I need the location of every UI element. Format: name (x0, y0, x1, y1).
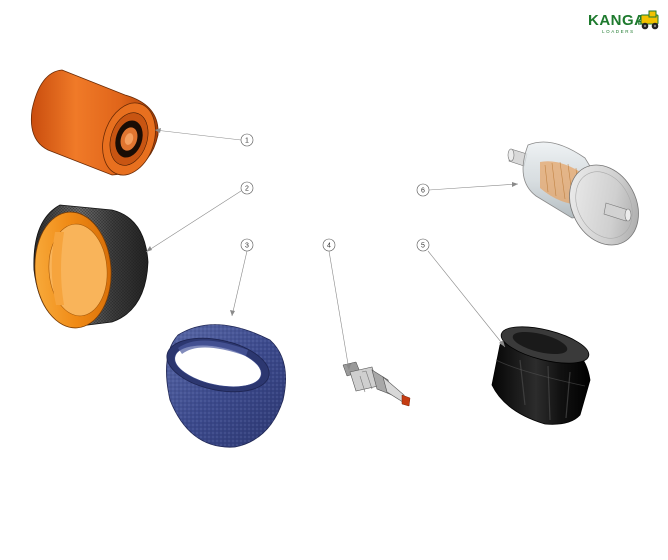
callout-2: 2 (240, 181, 254, 195)
callout-1-label: 1 (245, 138, 249, 145)
callout-6: 6 (416, 183, 430, 197)
brand-wordmark: KANGA (588, 12, 646, 29)
part-2-ring-sleeve (33, 204, 149, 329)
part-5-oil-filter (491, 326, 591, 425)
part-4-spark-plug (342, 361, 411, 407)
callout-1: 1 (240, 133, 254, 147)
leader-line-5 (427, 250, 506, 348)
leader-line-1 (154, 129, 242, 141)
part-3-foam-ring (166, 324, 286, 448)
leader-line-2 (145, 190, 242, 253)
part-1-cylindrical-filter (30, 69, 159, 176)
callout-3-label: 3 (245, 243, 249, 250)
callout-4: 4 (322, 238, 336, 252)
callout-4-label: 4 (327, 243, 331, 250)
leader-lines (145, 129, 519, 371)
callout-2-label: 2 (245, 186, 249, 193)
leader-line-6 (428, 183, 519, 191)
leader-arrowheads (146, 128, 518, 370)
brand-logo: KANGA LOADERS (588, 10, 664, 36)
leader-line-4 (328, 250, 350, 371)
callout-6-label: 6 (421, 188, 425, 195)
callout-5: 5 (416, 238, 430, 252)
leader-line-3 (231, 250, 248, 317)
loader-vehicle-icon (638, 10, 659, 30)
callout-5-label: 5 (421, 243, 425, 250)
callout-3: 3 (240, 238, 254, 252)
brand-subtitle: LOADERS (602, 29, 635, 34)
part-6-inline-fuel-filter (507, 141, 639, 246)
